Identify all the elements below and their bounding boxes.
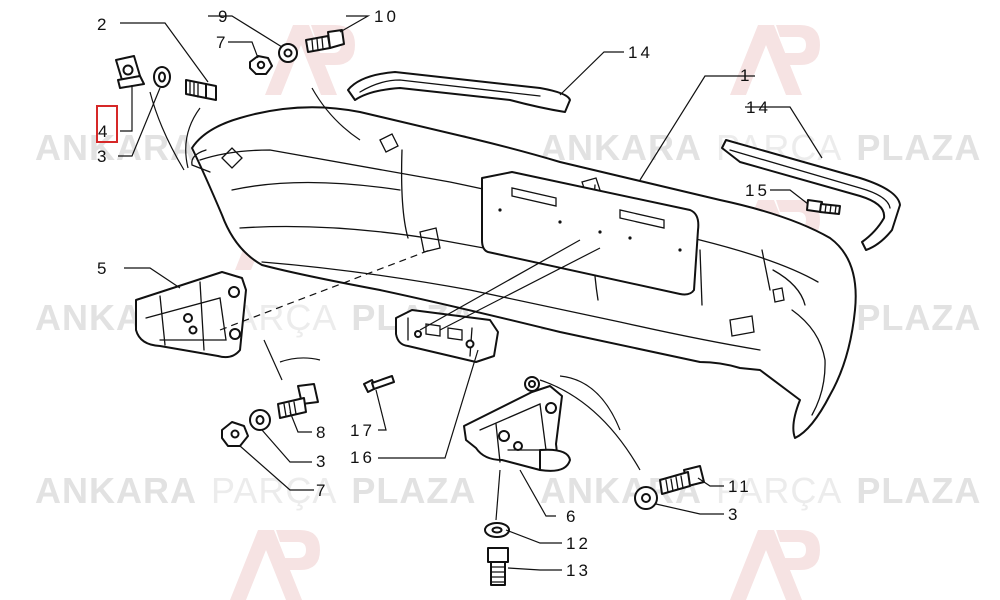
bumper-body [191,106,857,439]
callout-leaders [118,15,823,571]
watermark-logo-icon [730,530,820,600]
callout-10: 10 [374,7,399,26]
trim-strip-right [721,139,901,251]
callout-8: 8 [316,423,328,442]
callout-4: 4 [98,122,110,141]
washer-9 [278,43,298,63]
callout-11: 11 [728,477,752,496]
callout-9: 9 [218,7,230,26]
assembly-lines [149,87,641,521]
callout-14-upper: 14 [628,43,653,62]
callout-3-right: 3 [728,505,740,524]
washer-3-left [249,409,271,431]
clip-4 [115,55,145,89]
screw-15 [806,199,841,215]
nut-7-top [249,55,273,75]
trim-strip-upper [347,71,571,113]
bolt-10 [305,29,345,53]
callout-15: 15 [745,181,770,200]
bracket-5 [135,271,247,359]
callout-3-upper: 3 [97,147,109,166]
washer-12 [484,522,510,538]
washer-3-right [634,486,658,510]
callout-1: 1 [740,66,752,85]
watermark-logo-icon [230,530,320,600]
callout-6: 6 [566,507,578,526]
bracket-16 [395,309,499,363]
bolt-13 [487,547,509,586]
callout-2: 2 [97,15,109,34]
watermark-logo-icon [265,25,355,95]
bracket-6 [463,376,571,472]
washer-3-upper [153,66,171,88]
watermark-logo-icon [730,25,820,95]
callout-4-highlight [96,105,118,143]
bolt-2 [185,79,217,101]
nut-7-left [221,421,249,447]
callout-5: 5 [97,259,109,278]
callout-13: 13 [566,561,591,580]
callout-14-right: 14 [746,98,771,117]
callout-7-top: 7 [216,33,228,52]
callout-17: 17 [350,421,375,440]
bolt-11 [659,465,705,495]
callout-12: 12 [566,534,591,553]
callout-labels: 2 9 7 10 14 1 14 15 4 3 5 8 3 7 17 16 6 … [96,7,771,580]
callout-16: 16 [350,448,375,467]
screw-17 [363,375,395,393]
callout-3-left: 3 [316,452,328,471]
callout-7-left: 7 [316,481,328,500]
bolt-8 [277,383,319,419]
